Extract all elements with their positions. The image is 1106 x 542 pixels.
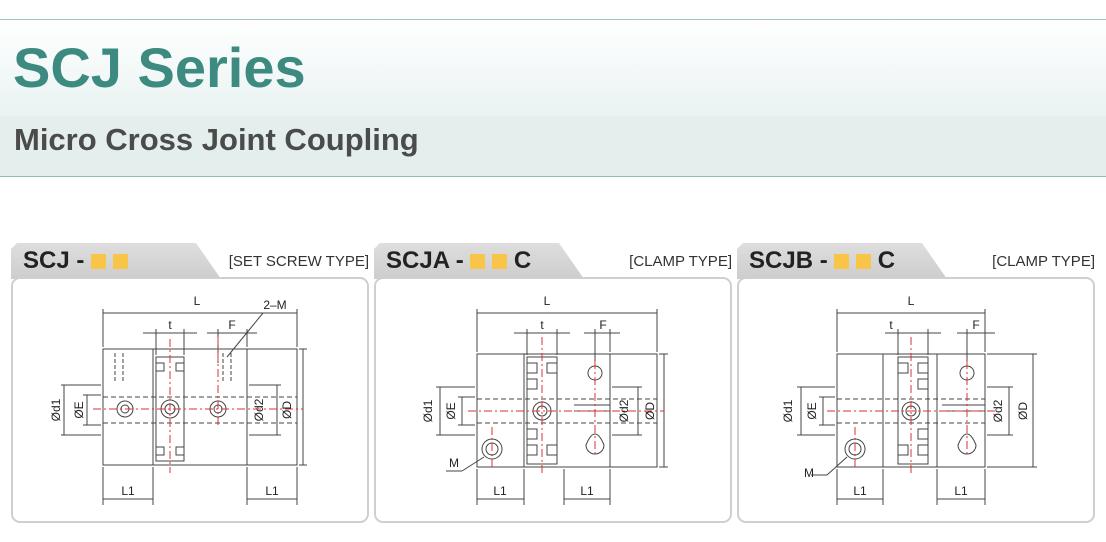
- dim-label-f: F: [228, 318, 235, 332]
- series-subtitle: Micro Cross Joint Coupling: [14, 122, 419, 157]
- type-label: [CLAMP TYPE]: [629, 253, 732, 270]
- dim-label-m: M: [804, 466, 814, 480]
- panel-scj: SCJ - [SET SCREW TYPE]: [11, 243, 369, 523]
- clamp-slot: [957, 433, 977, 455]
- dim-label-e: ØE: [444, 402, 458, 419]
- model-code: SCJA - C: [386, 247, 531, 275]
- dim-label-d1: Ød1: [781, 399, 795, 422]
- subtitle-band: [0, 116, 1106, 177]
- model-suffix: C: [877, 247, 896, 274]
- series-title: SCJ Series: [13, 36, 306, 99]
- dim-label-f: F: [972, 318, 979, 332]
- coupling-drawing: L t F M Ød1 ØE Ød2 ØD L1 L1: [421, 294, 668, 505]
- dim-label-l: L: [908, 294, 915, 308]
- model-prefix: SCJ -: [23, 247, 85, 274]
- dim-label-t: t: [889, 318, 893, 332]
- dim-label-m: 2–M: [263, 298, 286, 312]
- type-label: [SET SCREW TYPE]: [228, 253, 369, 270]
- dim-label-d: ØD: [280, 401, 294, 419]
- placeholder-square: [112, 254, 128, 269]
- dim-label-t: t: [540, 318, 544, 332]
- coupling-body: [102, 348, 298, 466]
- dim-label-d2: Ød2: [252, 398, 266, 421]
- dim-label-t: t: [168, 318, 172, 332]
- top-rule: [0, 19, 1106, 20]
- dim-label-l: L: [544, 294, 551, 308]
- type-label: [CLAMP TYPE]: [992, 253, 1095, 270]
- model-code: SCJ -: [23, 247, 128, 275]
- coupling-drawing: L t F 2–M Ød1 ØE Ød2 ØD L1 L1: [49, 294, 307, 505]
- dim-label-l1: L1: [853, 484, 867, 498]
- coupling-drawing: L t F M Ød1 ØE Ød2 ØD L1 L1: [781, 294, 1037, 505]
- dim-label-d2: Ød2: [617, 399, 631, 422]
- dim-label-f: F: [599, 318, 606, 332]
- dim-label-l1: L1: [580, 484, 594, 498]
- dim-label-m: M: [449, 456, 459, 470]
- model-code: SCJB - C: [749, 247, 895, 275]
- clamp-slot: [585, 433, 605, 455]
- placeholder-square: [492, 254, 508, 269]
- placeholder-square: [834, 254, 850, 269]
- dim-label-d2: Ød2: [991, 399, 1005, 422]
- title-band: [0, 20, 1106, 116]
- dim-label-l1: L1: [265, 484, 279, 498]
- panel-scjb: SCJB - C [CLAMP TYPE]: [737, 243, 1095, 523]
- panel-scja: SCJA - C [CLAMP TYPE]: [374, 243, 732, 523]
- dim-label-l: L: [194, 294, 201, 308]
- dim-label-e: ØE: [805, 402, 819, 419]
- dim-label-l1: L1: [121, 484, 135, 498]
- placeholder-square: [91, 254, 107, 269]
- dim-label-d: ØD: [1016, 402, 1030, 420]
- dim-label-l1: L1: [493, 484, 507, 498]
- model-prefix: SCJA -: [386, 247, 464, 274]
- placeholder-square: [470, 254, 486, 269]
- model-suffix: C: [513, 247, 532, 274]
- dim-label-d1: Ød1: [49, 398, 63, 421]
- dim-label-d: ØD: [643, 402, 657, 420]
- dim-label-d1: Ød1: [421, 399, 435, 422]
- model-prefix: SCJB -: [749, 247, 828, 274]
- dim-label-e: ØE: [72, 401, 86, 418]
- dim-label-l1: L1: [954, 484, 968, 498]
- placeholder-square: [856, 254, 872, 269]
